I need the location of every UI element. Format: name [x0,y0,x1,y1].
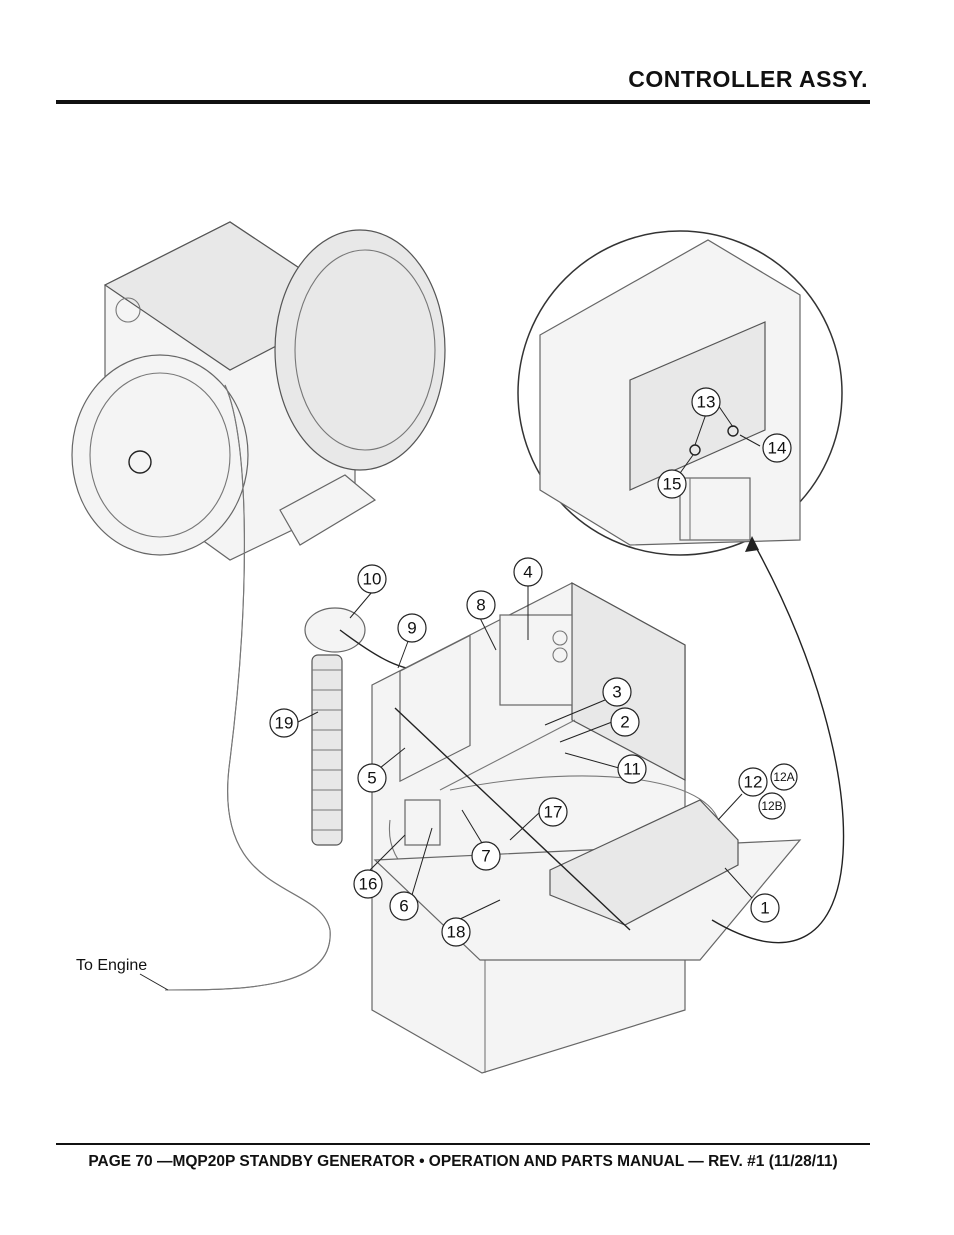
callout-12: 12 [738,767,768,797]
svg-text:12B: 12B [761,799,782,813]
svg-text:9: 9 [407,619,416,638]
callout-2: 2 [610,707,640,737]
callout-10: 10 [357,564,387,594]
callout-12b: 12B [758,792,786,820]
controller-enclosure [371,581,802,1074]
callout-5: 5 [357,763,387,793]
callout-16: 16 [353,869,383,899]
callout-12a: 12A [770,763,798,791]
to-engine-label: To Engine [76,957,147,974]
svg-text:15: 15 [663,475,682,494]
callout-11: 11 [617,754,647,784]
callout-13: 13 [691,387,721,417]
callout-14: 14 [762,433,792,463]
callout-19: 19 [269,708,299,738]
callout-15: 15 [657,469,687,499]
svg-text:8: 8 [476,596,485,615]
callout-8: 8 [466,590,496,620]
callout-4: 4 [513,557,543,587]
callout-3: 3 [602,677,632,707]
footer-rule [56,1143,870,1145]
svg-text:6: 6 [399,897,408,916]
callout-17: 17 [538,797,568,827]
svg-text:4: 4 [523,563,532,582]
svg-text:2: 2 [620,713,629,732]
leader-lines [297,404,761,921]
callout-1: 1 [750,893,780,923]
svg-text:12A: 12A [773,770,794,784]
page-title: CONTROLLER ASSY. [628,66,868,92]
svg-text:3: 3 [612,683,621,702]
header-rule [56,100,870,104]
callout-7: 7 [471,841,501,871]
svg-text:10: 10 [363,570,382,589]
svg-text:5: 5 [367,769,376,788]
svg-text:14: 14 [768,439,787,458]
callout-18: 18 [441,917,471,947]
svg-text:18: 18 [447,923,466,942]
detail-inset [517,230,843,556]
svg-text:1: 1 [760,899,769,918]
svg-text:12: 12 [744,773,763,792]
svg-text:13: 13 [697,393,716,412]
callout-6: 6 [389,891,419,921]
page-footer: PAGE 70 —MQP20P STANDBY GENERATOR • OPER… [88,1153,838,1170]
callout-9: 9 [397,613,427,643]
svg-text:11: 11 [623,760,641,779]
svg-text:19: 19 [275,714,294,733]
inset-pointer-arrow [711,539,845,944]
svg-text:17: 17 [544,803,563,822]
svg-text:7: 7 [481,847,490,866]
generator-illustration [71,221,446,561]
svg-text:16: 16 [359,875,378,894]
